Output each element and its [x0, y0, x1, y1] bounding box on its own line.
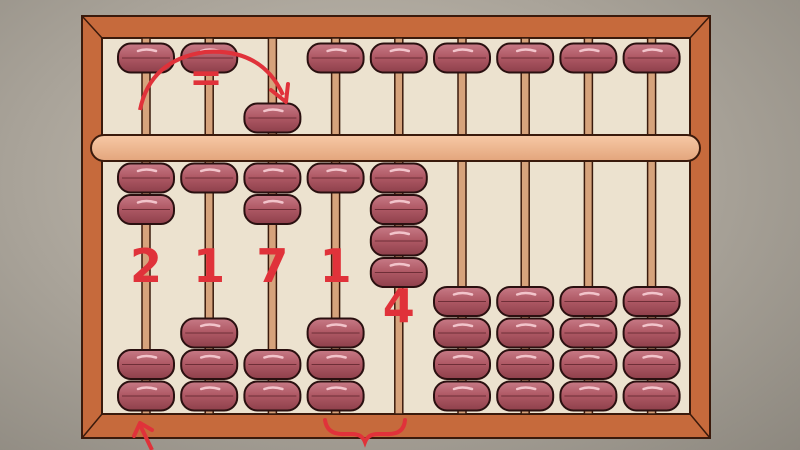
lower-bead-resting[interactable]	[243, 349, 302, 380]
lower-bead-resting[interactable]	[433, 380, 491, 412]
lower-bead-active[interactable]	[369, 257, 428, 288]
lower-bead-resting[interactable]	[559, 286, 618, 317]
rod	[330, 37, 341, 415]
lower-bead-resting[interactable]	[622, 380, 681, 412]
lower-bead-active[interactable]	[117, 194, 175, 225]
upper-bead[interactable]	[117, 42, 175, 74]
digit-label: 4	[382, 279, 415, 333]
lower-bead-active[interactable]	[243, 162, 302, 194]
curved-arrow	[138, 49, 285, 111]
rod	[646, 37, 657, 415]
upper-bead[interactable]	[306, 42, 365, 74]
upper-bead[interactable]	[369, 42, 428, 74]
lower-bead-active[interactable]	[243, 194, 302, 225]
lower-bead-active[interactable]	[369, 225, 428, 257]
lower-bead-resting[interactable]	[559, 349, 618, 380]
rod	[583, 37, 594, 415]
bottom-arrow-head	[132, 421, 154, 438]
divider-bar	[90, 134, 701, 162]
lower-bead-resting[interactable]	[180, 380, 239, 412]
rod	[520, 37, 530, 415]
lower-bead-resting[interactable]	[496, 286, 555, 317]
bottom-arrow	[138, 424, 154, 450]
lower-bead-resting[interactable]	[117, 349, 175, 380]
upper-bead[interactable]	[622, 42, 681, 74]
curved-arrow-head	[269, 82, 290, 104]
lower-bead-resting[interactable]	[496, 380, 555, 412]
lower-bead-resting[interactable]	[622, 286, 681, 317]
abacus-beads	[117, 42, 681, 412]
lower-bead-active[interactable]	[369, 162, 428, 194]
lower-bead-resting[interactable]	[306, 349, 365, 380]
lower-bead-resting[interactable]	[496, 317, 555, 349]
lower-bead-resting[interactable]	[180, 317, 239, 349]
rod	[141, 37, 151, 415]
digit-label: 2	[129, 239, 163, 293]
lower-bead-active[interactable]	[180, 162, 239, 194]
lower-bead-resting[interactable]	[306, 317, 365, 349]
lower-bead-resting[interactable]	[306, 380, 365, 412]
upper-bead[interactable]	[559, 42, 618, 74]
digit-label: 1	[193, 239, 226, 293]
rod	[457, 37, 467, 415]
lower-bead-resting[interactable]	[117, 380, 175, 412]
digit-label: 1	[319, 239, 352, 293]
lower-bead-resting[interactable]	[433, 317, 491, 349]
rod	[204, 37, 214, 415]
lower-bead-resting[interactable]	[180, 349, 239, 380]
lower-bead-active[interactable]	[306, 162, 365, 194]
lower-bead-active[interactable]	[117, 162, 175, 194]
lower-bead-resting[interactable]	[496, 349, 555, 380]
digit-label: 7	[256, 239, 289, 293]
lower-bead-resting[interactable]	[622, 349, 681, 380]
lower-bead-resting[interactable]	[243, 380, 302, 412]
abacus-rods	[141, 37, 657, 415]
bottom-brace	[323, 418, 407, 448]
lower-bead-resting[interactable]	[433, 286, 491, 317]
upper-bead[interactable]	[243, 102, 302, 134]
lower-bead-active[interactable]	[369, 194, 428, 225]
equals-sign: =	[189, 55, 223, 101]
lower-bead-resting[interactable]	[559, 380, 618, 412]
lower-bead-resting[interactable]	[622, 317, 681, 349]
frame-bevels	[81, 15, 711, 439]
lower-bead-resting[interactable]	[559, 317, 618, 349]
upper-bead[interactable]	[496, 42, 555, 74]
lower-bead-resting[interactable]	[433, 349, 491, 380]
upper-bead[interactable]	[433, 42, 491, 74]
rod	[267, 37, 278, 415]
